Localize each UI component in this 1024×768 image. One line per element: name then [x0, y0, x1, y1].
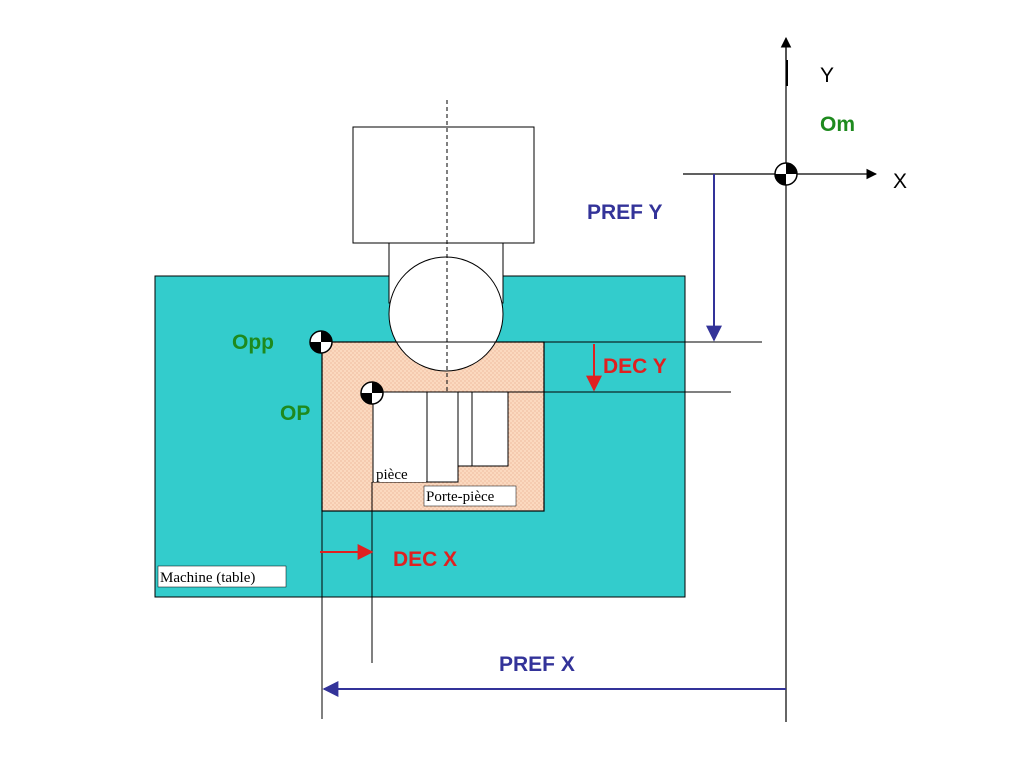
tool-ball: [388, 256, 504, 372]
op-label: OP: [280, 402, 310, 425]
machine-table-label-box: [157, 565, 287, 588]
part-holder-label: Porte-pièce: [426, 489, 495, 505]
clamp-jaw-left: [426, 391, 459, 483]
origin-opp-symbol: [309, 330, 333, 354]
part-label: pièce: [376, 467, 408, 483]
axis-x-label: X: [893, 170, 907, 193]
clamp-block: [471, 391, 509, 467]
om-label: Om: [820, 113, 855, 136]
pref-x-label: PREF X: [499, 653, 575, 676]
dec-x-label: DEC X: [393, 548, 457, 571]
part-label-box: [374, 464, 426, 482]
origin-om-symbol: [774, 162, 798, 186]
pref-y-label: PREF Y: [587, 201, 662, 224]
clamp-jaw-right: [457, 391, 473, 467]
machine-table-label: Machine (table): [160, 570, 255, 586]
spindle-housing: [352, 126, 535, 244]
origin-op-symbol: [360, 381, 384, 405]
opp-label: Opp: [232, 331, 274, 354]
axis-y-label: Y: [820, 64, 834, 87]
dec-y-label: DEC Y: [603, 355, 667, 378]
part-holder-label-box: [423, 485, 517, 507]
